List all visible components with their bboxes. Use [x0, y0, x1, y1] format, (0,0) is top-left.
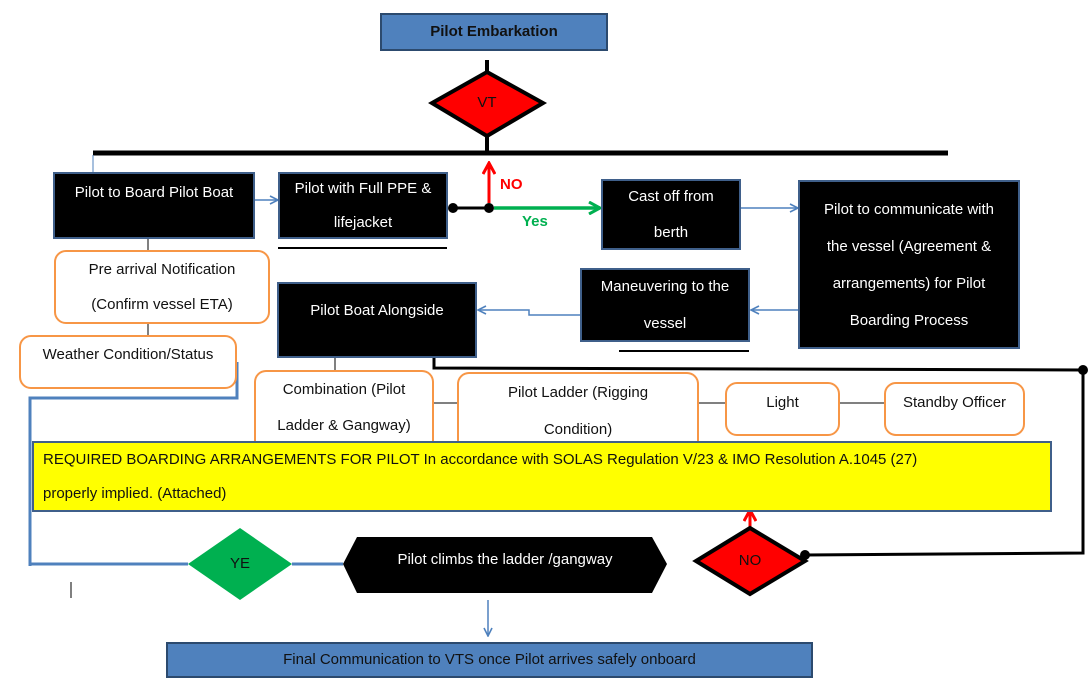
required-line1: REQUIRED BOARDING ARRANGEMENTS FOR PILOT… [43, 451, 918, 468]
climbs-hexagon [343, 537, 667, 593]
step-climbs-label: Pilot climbs the ladder /gangway [397, 551, 613, 568]
check-combination-line1: Combination (Pilot [282, 381, 406, 398]
check-combination-line2: Ladder & Gangway) [277, 417, 411, 434]
check-weather: Weather Condition/Status [19, 335, 237, 389]
junction-dot-left [448, 203, 458, 213]
step-communicate-line4: Boarding Process [849, 311, 969, 329]
step-full-ppe-line2: lifejacket [333, 213, 393, 231]
step-maneuvering-line1: Maneuvering to the [600, 278, 730, 295]
check-pilot-ladder-line1: Pilot Ladder (Rigging [507, 384, 649, 401]
step-full-ppe-line1: Pilot with Full PPE & [294, 179, 432, 197]
step-maneuvering: Maneuvering to the vessel [580, 268, 750, 342]
check-weather-label: Weather Condition/Status [42, 346, 214, 363]
step-alongside-label: Pilot Boat Alongside [310, 302, 444, 319]
arrow-maneuvering-alongside [478, 310, 580, 316]
step-communicate-vessel: Pilot to communicate with the vessel (Ag… [798, 180, 1020, 349]
step-communicate-line2: the vessel (Agreement & [826, 237, 992, 255]
check-pre-arrival: Pre arrival Notification (Confirm vessel… [54, 250, 270, 324]
required-line2: properly implied. (Attached) [43, 485, 227, 502]
step-final-communication: Final Communication to VTS once Pilot ar… [166, 642, 813, 678]
loop-dot-corner [1078, 365, 1088, 375]
check-standby-officer-label: Standby Officer [902, 394, 1007, 411]
step-cast-off-line2: berth [653, 223, 689, 241]
check-pilot-ladder: Pilot Ladder (Rigging Condition) [457, 372, 699, 450]
step-communicate-line3: arrangements) for Pilot [832, 274, 986, 292]
check-combination: Combination (Pilot Ladder & Gangway) [254, 370, 434, 450]
title-pilot-embarkation: Pilot Embarkation [380, 13, 608, 51]
vt-decision-diamond [428, 69, 548, 139]
junction-dot-right [484, 203, 494, 213]
step-board-pilot-boat-label: Pilot to Board Pilot Boat [74, 184, 234, 201]
check-light: Light [725, 382, 840, 436]
check-standby-officer: Standby Officer [884, 382, 1025, 436]
step-cast-off: Cast off from berth [601, 179, 741, 250]
step-communicate-line1: Pilot to communicate with [823, 200, 995, 218]
loop-yes-connector [28, 362, 239, 566]
edge-label-no: NO [500, 176, 523, 193]
step-full-ppe: Pilot with Full PPE & lifejacket [278, 172, 448, 239]
required-boarding-arrangements: REQUIRED BOARDING ARRANGEMENTS FOR PILOT… [32, 441, 1052, 512]
ye-decision-label: YE [229, 555, 250, 572]
step-pilot-boat-alongside: Pilot Boat Alongside [277, 282, 477, 358]
step-maneuvering-line2: vessel [643, 315, 687, 332]
ye-decision-diamond [188, 528, 292, 600]
check-pilot-ladder-line2: Condition) [543, 421, 613, 438]
check-pre-arrival-line1: Pre arrival Notification [88, 261, 236, 278]
edge-label-yes: Yes [522, 213, 548, 230]
no-decision-label: NO [738, 552, 762, 569]
step-cast-off-line1: Cast off from [628, 187, 714, 205]
check-light-label: Light [766, 394, 799, 411]
step-board-pilot-boat: Pilot to Board Pilot Boat [53, 172, 255, 239]
no-decision-diamond [692, 525, 809, 597]
vt-decision-label: VT [477, 94, 497, 111]
check-pre-arrival-line2: (Confirm vessel ETA) [91, 296, 233, 313]
step-final-label: Final Communication to VTS once Pilot ar… [283, 651, 696, 668]
